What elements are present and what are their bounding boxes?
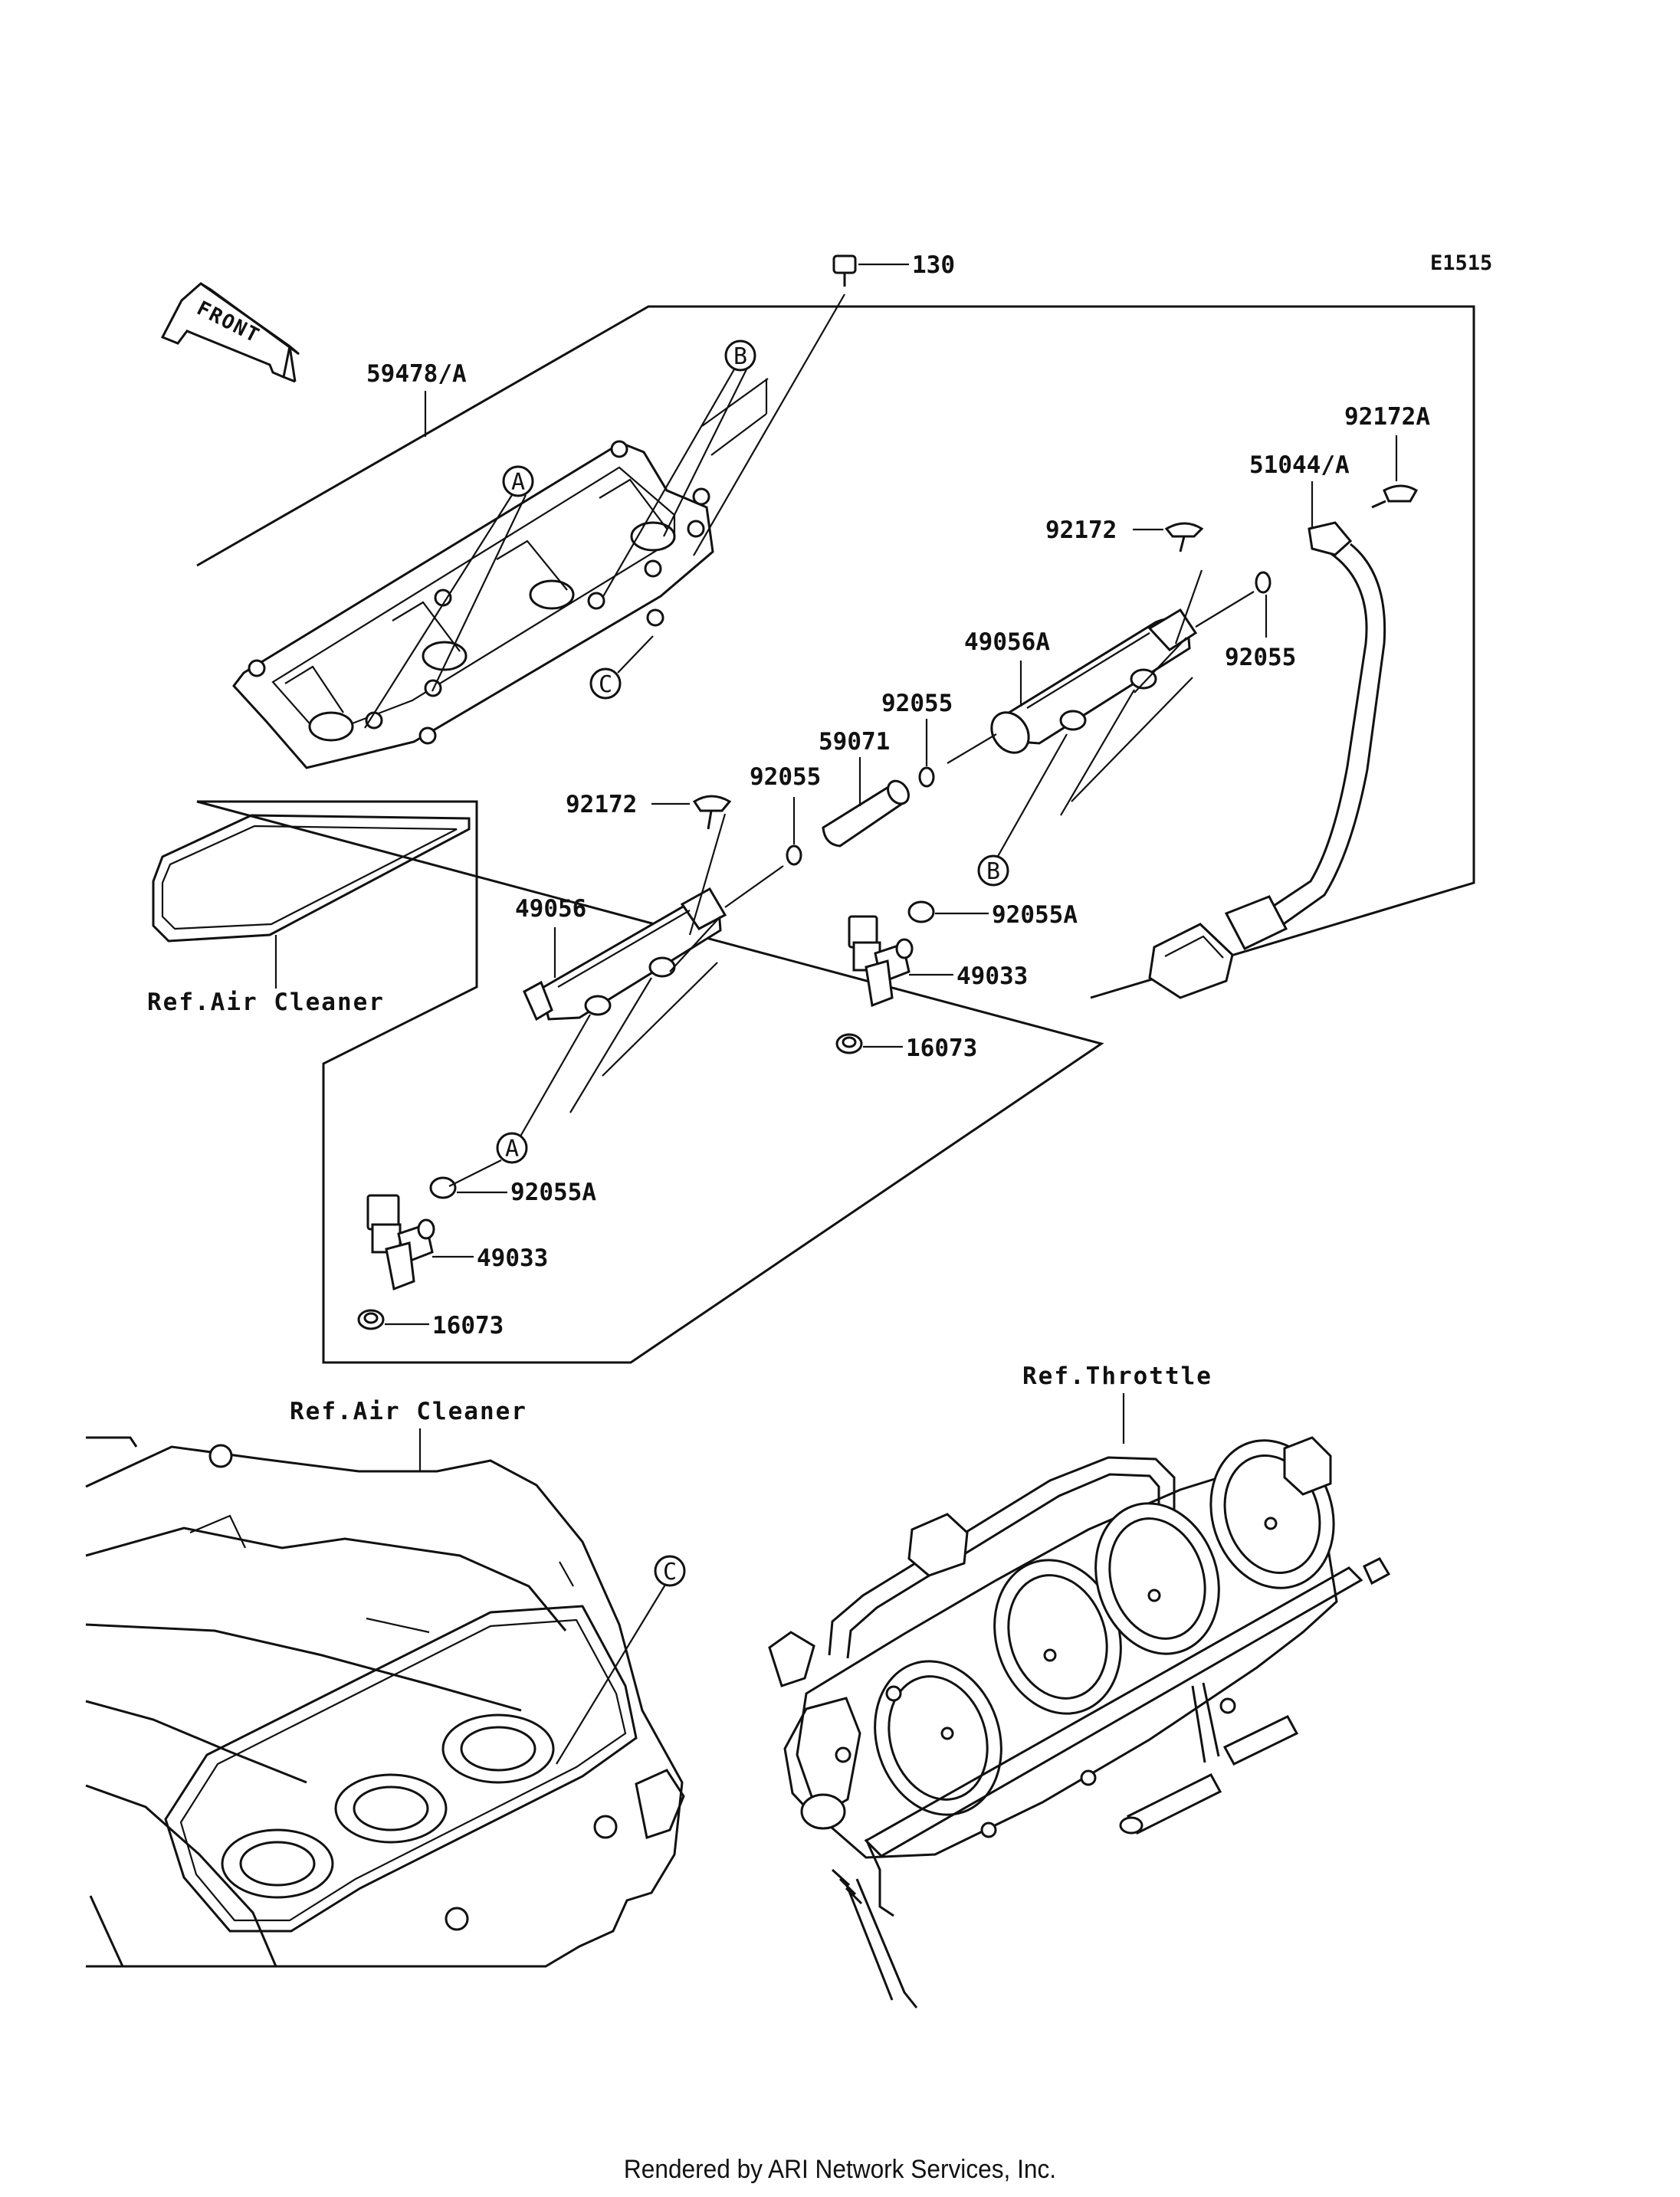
callout-b-mid: B xyxy=(977,854,1009,887)
label-130: 130 xyxy=(912,251,955,279)
label-92172-right: 92172 xyxy=(1045,516,1117,544)
label-59478-a: 59478/A xyxy=(366,360,467,388)
joint-pipe-59071 xyxy=(822,779,910,848)
screw-92172-left xyxy=(692,795,732,830)
callout-a-top: A xyxy=(502,465,534,497)
seal-16073-right xyxy=(835,1033,863,1054)
footer-credit: Rendered by ARI Network Services, Inc. xyxy=(623,2155,1057,2184)
callout-b-top: B xyxy=(724,339,756,372)
label-51044-a: 51044/A xyxy=(1249,451,1350,479)
svg-text:A: A xyxy=(505,1136,519,1162)
label-92055a-right: 92055A xyxy=(992,901,1078,929)
o-ring-92055-mid xyxy=(918,766,935,788)
label-59071: 59071 xyxy=(819,728,890,756)
label-92055-mid: 92055 xyxy=(881,690,953,717)
assembly-boundary xyxy=(196,305,1475,1364)
label-49033-right: 49033 xyxy=(956,962,1028,990)
callout-c-top: C xyxy=(589,667,622,700)
screw-92172-right xyxy=(1164,522,1204,553)
label-ref-throttle: Ref.Throttle xyxy=(1022,1362,1212,1390)
front-arrow-icon xyxy=(160,282,300,383)
label-92055-right: 92055 xyxy=(1225,644,1296,671)
seal-16073-left xyxy=(357,1309,385,1330)
label-49033-left: 49033 xyxy=(477,1244,548,1272)
injector-49033-right xyxy=(848,915,914,1008)
throttle-body-assembly xyxy=(768,1436,1391,2008)
callout-c-bottom: C xyxy=(654,1555,686,1587)
label-ref-air-top: Ref.Air Cleaner xyxy=(147,989,385,1016)
label-92172-left: 92172 xyxy=(566,791,637,818)
o-ring-92055a-right xyxy=(907,900,935,923)
bolt-130 xyxy=(832,254,857,287)
fuel-hose xyxy=(1148,521,1386,999)
svg-text:B: B xyxy=(986,858,1000,885)
o-ring-92055-right xyxy=(1255,571,1271,594)
callout-a-mid: A xyxy=(496,1132,528,1164)
label-49056a: 49056A xyxy=(964,628,1050,656)
air-cleaner-housing xyxy=(85,1436,685,1968)
o-ring-92055a-left xyxy=(429,1176,457,1199)
svg-text:C: C xyxy=(599,671,612,698)
air-cleaner-gasket xyxy=(152,814,471,943)
svg-text:C: C xyxy=(663,1559,677,1585)
label-16073-left: 16073 xyxy=(432,1312,504,1340)
label-49056: 49056 xyxy=(515,895,586,923)
diagram-code: E1515 xyxy=(1430,251,1492,275)
label-16073-right: 16073 xyxy=(906,1035,977,1062)
label-92172a: 92172A xyxy=(1344,403,1430,431)
label-92055-left: 92055 xyxy=(750,763,821,791)
o-ring-92055-left xyxy=(786,844,802,866)
label-ref-air-bottom: Ref.Air Cleaner xyxy=(290,1398,527,1425)
screw-92172a xyxy=(1371,484,1419,509)
svg-text:B: B xyxy=(733,343,747,370)
injector-49033-left xyxy=(366,1194,435,1291)
svg-text:A: A xyxy=(511,469,525,496)
label-92055a-left-text: 92055A xyxy=(510,1179,596,1206)
